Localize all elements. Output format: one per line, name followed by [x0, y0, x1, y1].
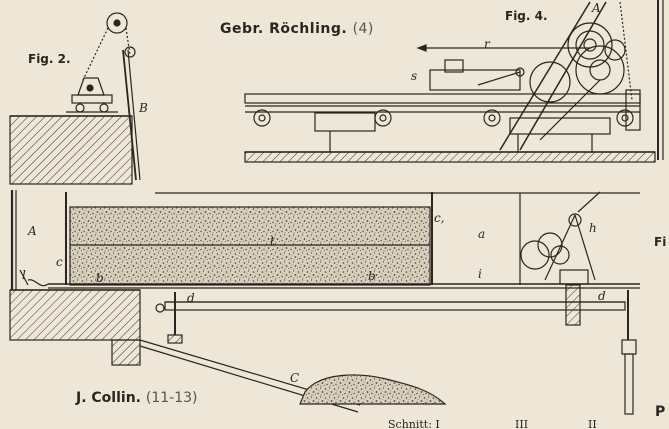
letter-B: B: [138, 101, 148, 115]
p-partial-label: P: [655, 404, 665, 420]
fig2-crane: [9, 12, 141, 185]
roman-iii-label: III: [515, 418, 528, 429]
letter-A-left: A: [27, 224, 37, 238]
letter-d-right: d: [598, 289, 606, 303]
roechling-ref: (4): [353, 21, 374, 37]
roechling-header: Gebr. Röchling. (4): [220, 21, 374, 37]
roman-ii-label: II: [588, 418, 597, 429]
letter-r: r: [484, 37, 491, 51]
letter-b-right: b: [368, 269, 376, 283]
fig-right-partial-label: Fi: [654, 235, 666, 249]
letter-A-top: A: [591, 1, 601, 15]
letter-C: C: [290, 371, 299, 385]
fig4-carriage: [244, 0, 664, 163]
letter-s: s: [411, 69, 417, 83]
letter-b-left: b: [96, 271, 104, 285]
fig2-label: Fig. 2.: [28, 52, 71, 66]
letter-i: i: [478, 267, 482, 281]
schnitt-label: Schnitt: I: [388, 418, 440, 429]
letter-h: h: [589, 221, 597, 235]
collin-ref: (11-13): [146, 390, 198, 406]
collin-header: J. Collin. (11-13): [75, 390, 197, 406]
letter-c-left: c: [56, 255, 63, 269]
letter-l: l: [22, 268, 26, 282]
collin-name: J. Collin.: [75, 390, 141, 406]
letter-c-right: c,: [434, 211, 445, 225]
letter-d-left: d: [187, 291, 195, 305]
fig4-label: Fig. 4.: [505, 9, 548, 23]
roechling-name: Gebr. Röchling.: [220, 21, 347, 37]
letter-a: a: [478, 227, 485, 241]
letter-t: t: [270, 234, 275, 248]
collin-oven-section: [9, 190, 640, 415]
